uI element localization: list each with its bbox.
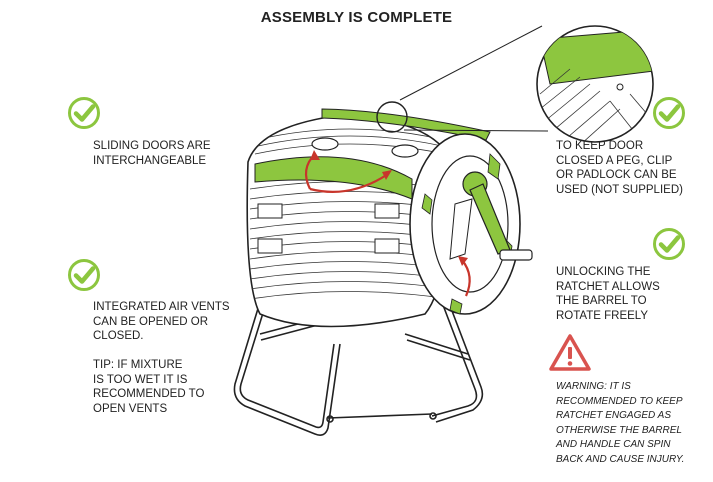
- check-circle-icon: [653, 228, 685, 260]
- padlock-detail-callout: [376, 25, 654, 143]
- warning-note: WARNING: IT IS RECOMMENDED TO KEEP RATCH…: [556, 381, 685, 465]
- check-circle-icon: [68, 259, 100, 291]
- crank-handle: [449, 171, 533, 261]
- page-title: ASSEMBLY IS COMPLETE: [260, 9, 453, 26]
- composter-illustration: [233, 108, 533, 436]
- air-vents-note: INTEGRATED AIR VENTS CAN BE OPENED OR CL…: [93, 301, 230, 342]
- door-lock-note: TO KEEP DOOR CLOSED A PEG, CLIP OR PADLO…: [556, 140, 683, 196]
- check-circle-icon: [68, 97, 100, 129]
- warning-triangle-icon: [549, 334, 591, 371]
- tip-note: TIP: IF MIXTURE IS TOO WET IT IS RECOMME…: [93, 359, 205, 415]
- ratchet-note: UNLOCKING THE RATCHET ALLOWS THE BARREL …: [556, 266, 660, 322]
- sliding-doors-note: SLIDING DOORS ARE INTERCHANGEABLE: [93, 140, 211, 167]
- check-circle-icon: [653, 97, 685, 129]
